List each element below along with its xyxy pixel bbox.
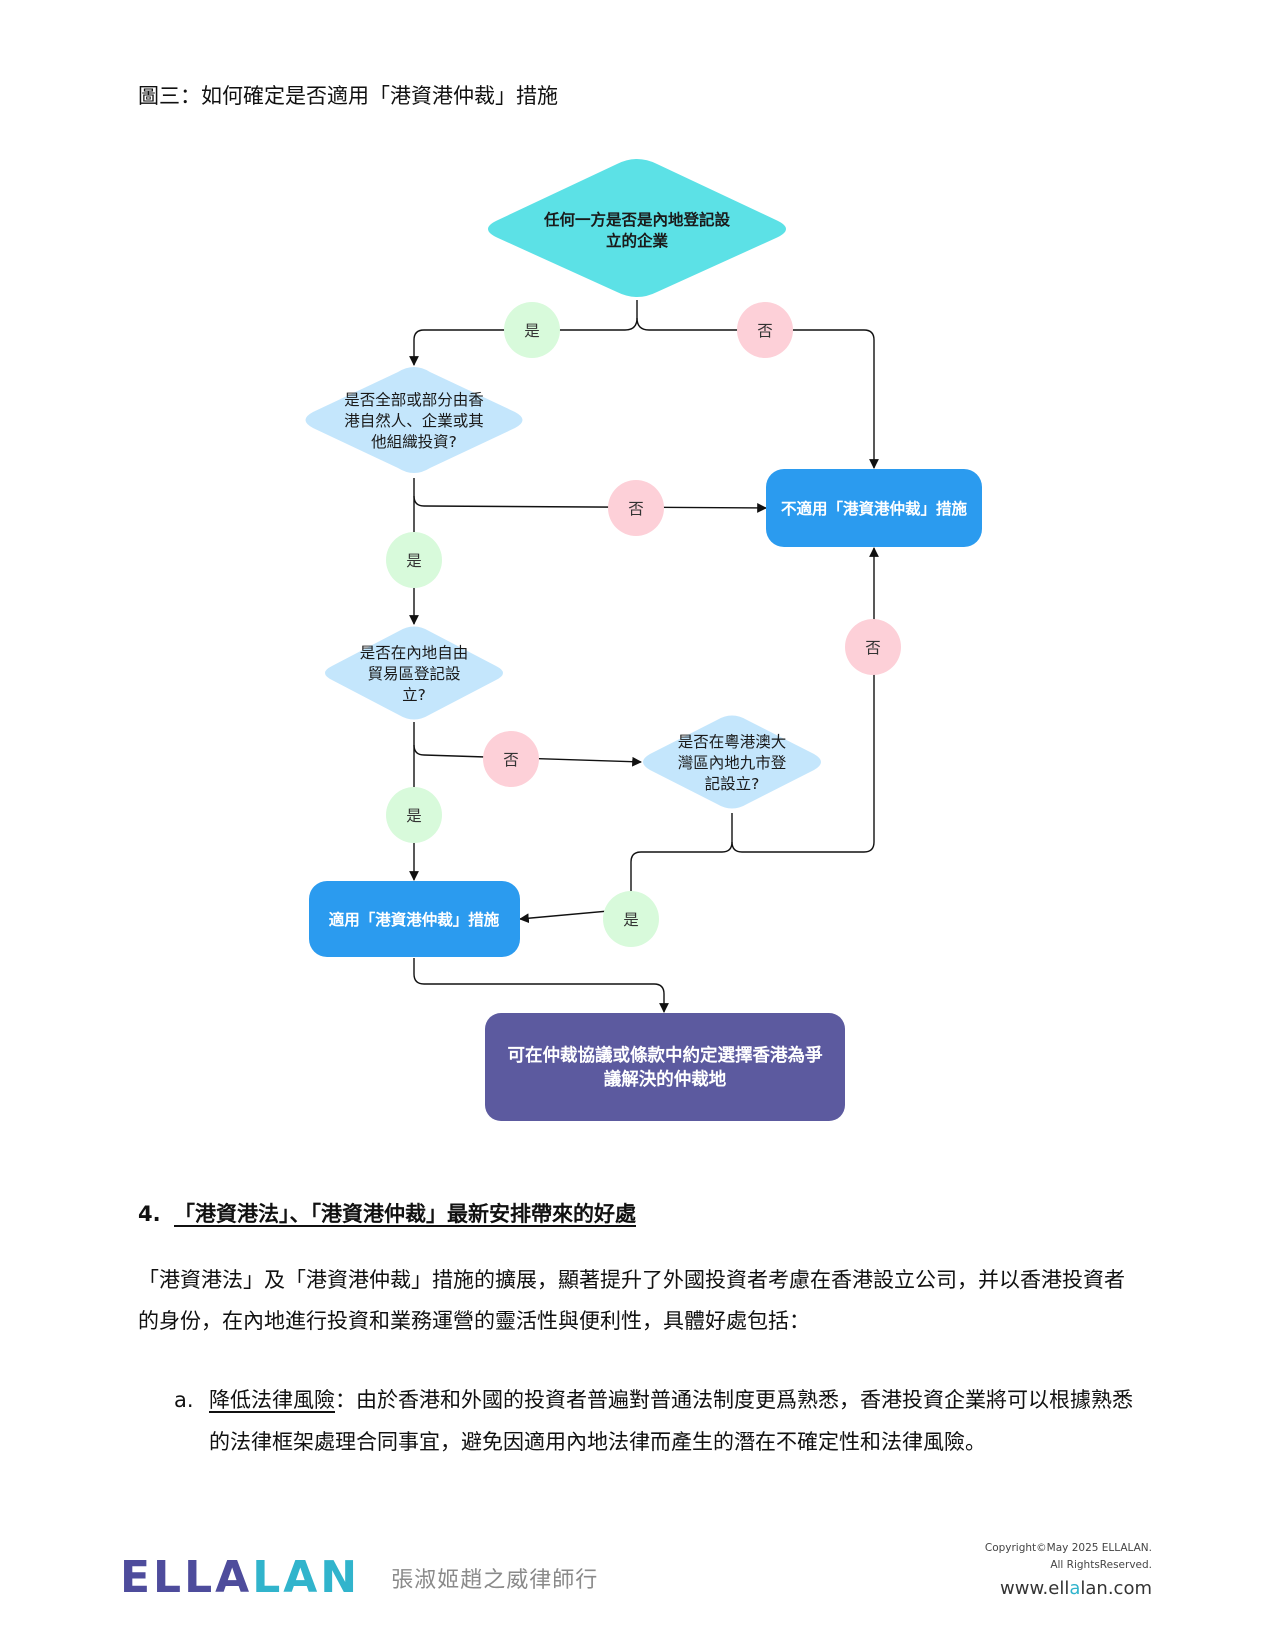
section-number: 4. (138, 1202, 161, 1226)
list-item-text: ：由於香港和外國的投資者普遍對普通法制度更爲熟悉，香港投資企業將可以根據熟悉的法… (209, 1388, 1133, 1454)
brand-logo: ELLALAN (120, 1552, 360, 1603)
flow-connectors (409, 300, 879, 1013)
svg-text:是: 是 (406, 807, 422, 825)
svg-text:是否在粵港澳大: 是否在粵港澳大 (678, 733, 787, 751)
svg-text:是否全部或部分由香: 是否全部或部分由香 (344, 391, 484, 409)
footer-right: Copyright©May 2025 ELLALAN. All RightsRe… (985, 1540, 1152, 1599)
result-hk-arbitration-seat: 可在仲裁協議或條款中約定選擇香港為爭 議解決的仲裁地 (485, 1013, 845, 1121)
svg-text:港自然人、企業或其: 港自然人、企業或其 (344, 412, 484, 430)
badge-no: 否 (608, 480, 664, 536)
section-title: 「港資港法」、「港資港仲裁」最新安排帶來的好處 (174, 1202, 636, 1226)
list-marker: a. (174, 1388, 194, 1412)
website-part-3: lan.com (1080, 1578, 1152, 1599)
decision-hk-invested: 是否全部或部分由香 港自然人、企業或其 他組織投資? (305, 367, 523, 473)
intro-paragraph: 「港資港法」及「港資港仲裁」措施的擴展，顯著提升了外國投資者考慮在香港設立公司，… (138, 1268, 1125, 1333)
website-link[interactable]: www.ellalan.com (985, 1578, 1152, 1599)
outcome-applicable: 適用「港資港仲裁」措施 (309, 881, 520, 957)
svg-text:立的企業: 立的企業 (606, 231, 669, 250)
outcome-not-applicable: 不適用「港資港仲裁」措施 (766, 469, 982, 547)
svg-text:灣區內地九市登: 灣區內地九市登 (678, 754, 787, 772)
svg-text:否: 否 (757, 322, 773, 340)
badge-yes: 是 (603, 891, 659, 947)
svg-text:是: 是 (623, 911, 639, 929)
badge-yes: 是 (504, 302, 560, 358)
badge-no: 否 (737, 302, 793, 358)
svg-text:他組織投資?: 他組織投資? (371, 433, 457, 451)
decision-free-trade-zone: 是否在內地自由 貿易區登記設 立? (325, 626, 503, 720)
badge-no: 否 (845, 619, 901, 675)
brand-part-1: ELLA (120, 1552, 253, 1603)
copyright-line-2: All RightsReserved. (1050, 1559, 1152, 1571)
copyright-line-1: Copyright©May 2025 ELLALAN. (984, 1542, 1152, 1554)
website-part-1: www.ell (1000, 1578, 1070, 1599)
firm-name-cn: 張淑姬趙之威律師行 (391, 1567, 599, 1593)
svg-text:適用「港資港仲裁」措施: 適用「港資港仲裁」措施 (329, 910, 500, 929)
svg-text:是否在內地自由: 是否在內地自由 (360, 644, 469, 662)
section-heading: 4. 「港資港法」、「港資港仲裁」最新安排帶來的好處 (138, 1198, 636, 1228)
list-item-term: 降低法律風險 (209, 1388, 335, 1412)
decision-any-party-mainland: 任何一方是否是內地登記設 立的企業 (488, 159, 786, 297)
brand-part-2: LAN (252, 1552, 361, 1603)
badge-no: 否 (483, 731, 539, 787)
svg-text:記設立?: 記設立? (705, 775, 760, 793)
list-item-body: 降低法律風險：由於香港和外國的投資者普遍對普通法制度更爲熟悉，香港投資企業將可以… (209, 1379, 1142, 1463)
svg-text:可在仲裁協議或條款中約定選擇香港為爭: 可在仲裁協議或條款中約定選擇香港為爭 (508, 1045, 823, 1066)
svg-text:任何一方是否是內地登記設: 任何一方是否是內地登記設 (543, 210, 731, 229)
list-item: a. 降低法律風險：由於香港和外國的投資者普遍對普通法制度更爲熟悉，香港投資企業… (174, 1379, 1142, 1463)
svg-text:否: 否 (865, 639, 881, 657)
decision-greater-bay-area: 是否在粵港澳大 灣區內地九市登 記設立? (643, 715, 821, 809)
svg-text:是: 是 (524, 322, 540, 340)
figure-title: 圖三：如何確定是否適用「港資港仲裁」措施 (138, 84, 558, 108)
flowchart: 任何一方是否是內地登記設 立的企業 是否全部或部分由香 港自然人、企業或其 他組… (305, 159, 982, 1121)
website-part-2: a (1069, 1578, 1081, 1599)
footer-logo: ELLALAN 張淑姬趙之威律師行 (120, 1552, 598, 1603)
svg-text:否: 否 (628, 500, 644, 518)
svg-text:是: 是 (406, 552, 422, 570)
svg-text:不適用「港資港仲裁」措施: 不適用「港資港仲裁」措施 (781, 499, 968, 518)
svg-text:議解決的仲裁地: 議解決的仲裁地 (604, 1069, 727, 1090)
svg-text:立?: 立? (402, 686, 426, 704)
badge-yes: 是 (386, 787, 442, 843)
svg-text:貿易區登記設: 貿易區登記設 (367, 665, 460, 683)
badge-yes: 是 (386, 532, 442, 588)
svg-text:否: 否 (503, 751, 519, 769)
